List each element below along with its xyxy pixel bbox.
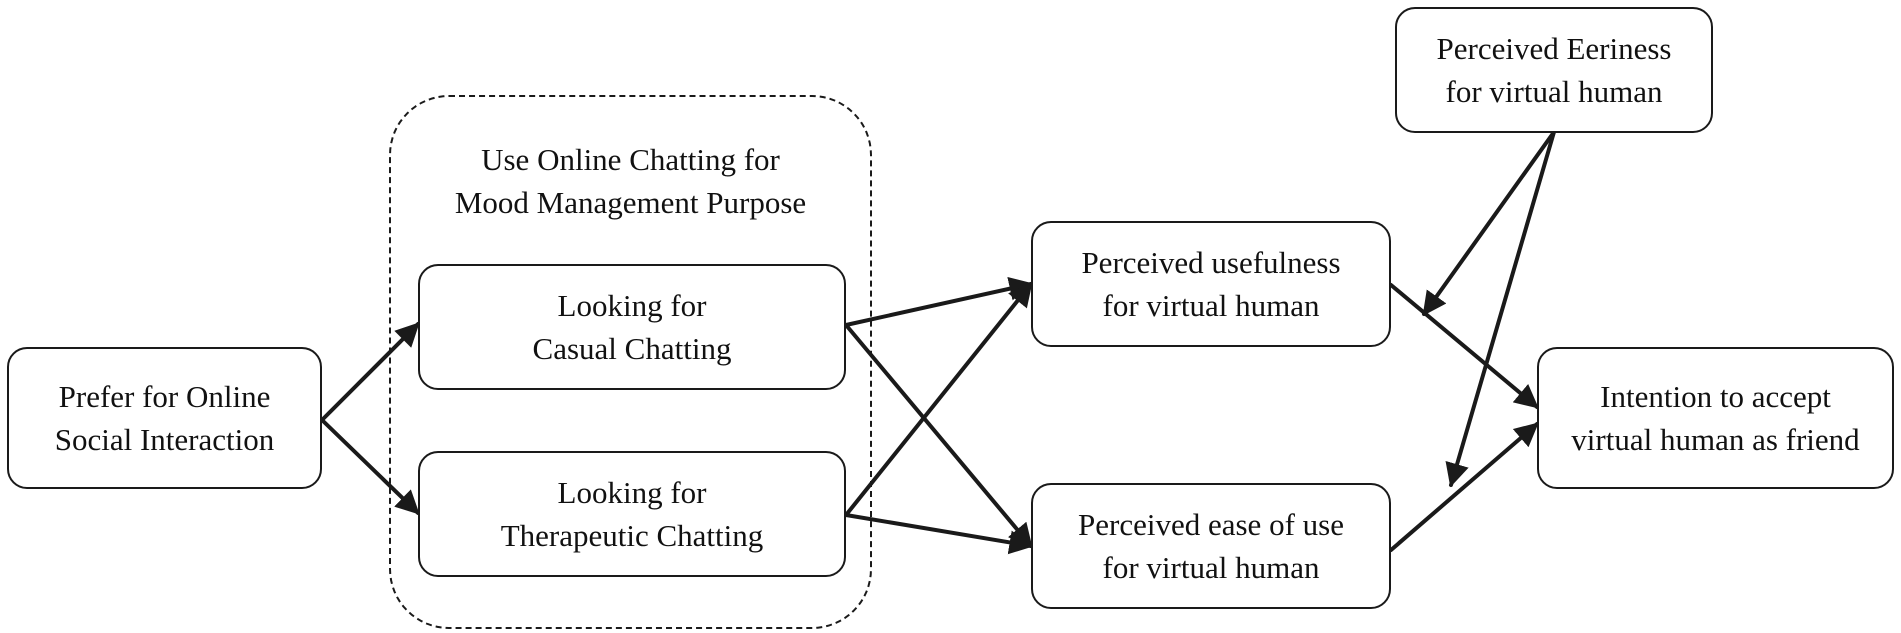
node-label-line2: for virtual human: [1102, 550, 1320, 585]
node-label-line2: Therapeutic Chatting: [500, 518, 764, 553]
node-perceived-ease-of-use: Perceived ease of use for virtual human: [1031, 483, 1391, 609]
node-prefer-online-social-interaction: Prefer for Online Social Interaction: [7, 347, 322, 489]
node-label-line1: Perceived ease of use: [1078, 507, 1344, 542]
arrow-eeriness-moderates-usefulness-path: [1422, 130, 1556, 316]
node-label-line2: for virtual human: [1102, 288, 1320, 323]
mood-management-group: [389, 95, 872, 629]
arrow-casual-to-ease: [844, 323, 1033, 548]
group-label-line2: Mood Management Purpose: [454, 185, 807, 220]
node-label-line1: Prefer for Online: [58, 379, 271, 414]
node-perceived-eeriness: Perceived Eeriness for virtual human: [1395, 7, 1713, 133]
arrow-prefer-to-therapeutic: [320, 418, 420, 515]
arrow-casual-to-usefulness: [844, 276, 1034, 327]
arrow-eeriness-moderates-ease-path: [1445, 130, 1556, 488]
node-label-line1: Looking for: [557, 288, 707, 323]
arrow-therapeutic-to-usefulness: [844, 282, 1033, 517]
node-label-line1: Looking for: [557, 475, 707, 510]
arrow-usefulness-to-intention: [1389, 283, 1539, 409]
group-label-line1: Use Online Chatting for: [481, 142, 780, 177]
node-label-line1: Perceived Eeriness: [1436, 31, 1672, 66]
node-intention-to-accept: Intention to accept virtual human as fri…: [1537, 347, 1894, 489]
mood-management-group-label: Use Online Chatting for Mood Management …: [389, 138, 872, 224]
node-perceived-usefulness: Perceived usefulness for virtual human: [1031, 221, 1391, 347]
arrow-prefer-to-casual: [320, 322, 420, 422]
node-label-line1: Intention to accept: [1600, 379, 1831, 414]
arrow-therapeutic-to-ease: [844, 513, 1034, 555]
node-label-line1: Perceived usefulness: [1081, 245, 1341, 280]
node-label-line2: Casual Chatting: [532, 331, 732, 366]
node-label-line2: Social Interaction: [54, 422, 275, 457]
node-looking-for-therapeutic-chatting: Looking for Therapeutic Chatting: [418, 451, 846, 577]
node-label-line2: for virtual human: [1445, 74, 1663, 109]
node-looking-for-casual-chatting: Looking for Casual Chatting: [418, 264, 846, 390]
node-label-line2: virtual human as friend: [1571, 422, 1860, 457]
